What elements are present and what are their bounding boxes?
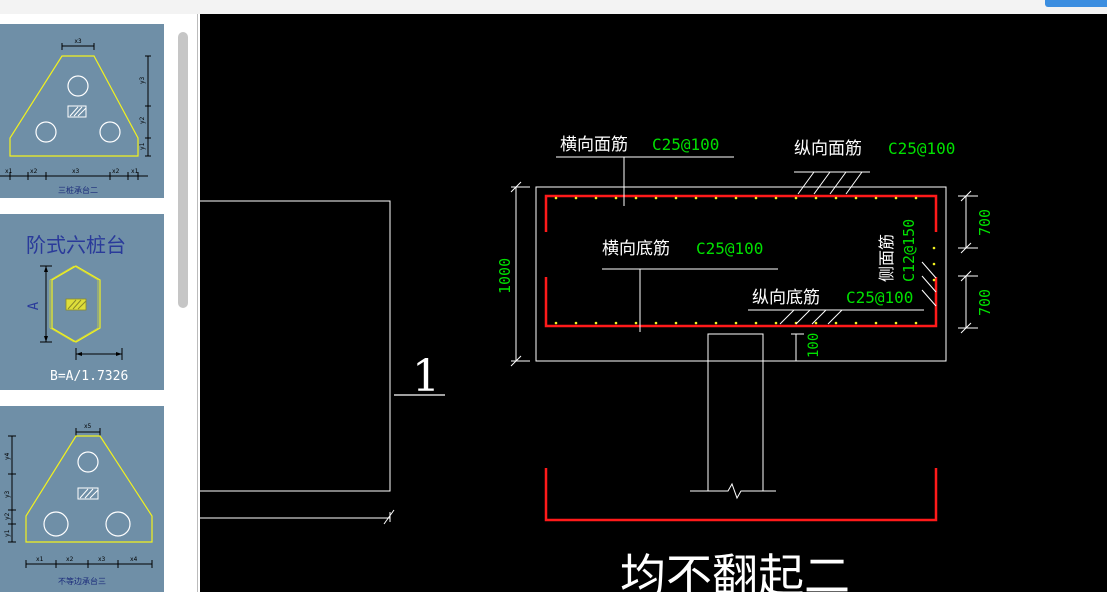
dim-y4: y4 bbox=[4, 452, 11, 460]
dim-y3: y3 bbox=[139, 76, 146, 84]
template-thumb-unequal-cap[interactable]: x5 y4 y3 y2 y1 x1 x2 x3 x4 不等边承台三 bbox=[0, 406, 164, 592]
sidebar-scrollbar-thumb[interactable] bbox=[178, 32, 188, 308]
bottom-rebar bbox=[544, 277, 938, 328]
dim-x3: x3 bbox=[98, 556, 106, 563]
dim-cover-value: 100 bbox=[806, 333, 822, 358]
section-label-1: 1 bbox=[412, 351, 440, 402]
side-rebar-dots bbox=[932, 246, 936, 282]
label-side-spec: C12@150 bbox=[900, 219, 918, 282]
dim-x-top: x3 bbox=[74, 38, 82, 45]
dim-y1: y1 bbox=[4, 529, 11, 537]
dim-height-value: 1000 bbox=[496, 258, 514, 294]
label-top-longitudinal-spec: C25@100 bbox=[888, 139, 955, 158]
lower-rebar-bracket bbox=[544, 468, 938, 522]
label-bottom-longitudinal-name: 纵向底筋 bbox=[752, 288, 820, 308]
top-right-button[interactable] bbox=[1045, 0, 1107, 7]
dim-x2: x2 bbox=[66, 556, 74, 563]
template-sidebar: x3 y3 y2 y1 x1 x2 x3 x2 x1 三桩承台二 阶式六桩台 bbox=[0, 14, 200, 592]
dim-x4: x4 bbox=[130, 556, 138, 563]
cad-drawing-canvas[interactable]: 1 横向面筋 C25@100 bbox=[200, 14, 1107, 592]
dim-x1-left: x1 bbox=[5, 168, 13, 175]
label-bottom-transverse-name: 横向底筋 bbox=[602, 239, 670, 259]
label-side-name: 侧面筋 bbox=[877, 234, 896, 282]
label-bottom-longitudinal-spec: C25@100 bbox=[846, 288, 913, 307]
template-thumb-three-pile-cap[interactable]: x3 y3 y2 y1 x1 x2 x3 x2 x1 三桩承台二 bbox=[0, 24, 164, 198]
cad-drawing: 1 横向面筋 C25@100 bbox=[200, 135, 994, 592]
dim-a-label: A bbox=[26, 301, 42, 310]
stepped-six-pile-drawing: 阶式六桩台 A B=A/1.7326 bbox=[26, 233, 128, 384]
dim-b-label: B=A/1.7326 bbox=[50, 369, 128, 384]
thumb-caption: 三桩承台二 bbox=[58, 185, 98, 195]
dim-lower-right-value: 700 bbox=[976, 289, 994, 316]
unequal-cap-drawing: x5 y4 y3 y2 y1 x1 x2 x3 x4 不等边承台三 bbox=[4, 423, 153, 586]
dim-x3: x3 bbox=[72, 168, 80, 175]
top-rebar-dots bbox=[554, 196, 918, 200]
label-top-longitudinal-name: 纵向面筋 bbox=[794, 139, 862, 159]
three-pile-cap-drawing: x3 y3 y2 y1 x1 x2 x3 x2 x1 三桩承台二 bbox=[0, 38, 151, 195]
dim-x1-right: x1 bbox=[131, 168, 139, 175]
leader-side bbox=[921, 261, 937, 279]
dim-y3: y3 bbox=[4, 490, 11, 498]
pile-break-line bbox=[690, 482, 776, 500]
pile-cap-outline bbox=[535, 186, 947, 362]
thumb-caption: 不等边承台三 bbox=[58, 576, 106, 586]
pile-top bbox=[707, 333, 764, 361]
dim-x2-left: x2 bbox=[30, 168, 38, 175]
dim-y2: y2 bbox=[4, 512, 11, 520]
dim-x5: x5 bbox=[84, 423, 92, 430]
dim-x2-right: x2 bbox=[112, 168, 120, 175]
dim-y1: y1 bbox=[139, 142, 146, 150]
label-top-transverse-spec: C25@100 bbox=[652, 135, 719, 154]
dim-upper-right-value: 700 bbox=[976, 209, 994, 236]
top-rebar bbox=[544, 194, 938, 232]
thumb-title: 阶式六桩台 bbox=[26, 233, 126, 257]
title-bar bbox=[0, 0, 1107, 15]
drawing-caption: 均不翻起二 bbox=[620, 549, 850, 592]
dim-y2: y2 bbox=[139, 116, 146, 124]
label-bottom-transverse-spec: C25@100 bbox=[696, 239, 763, 258]
dim-x1: x1 bbox=[36, 556, 44, 563]
left-section-outline bbox=[200, 200, 391, 492]
sidebar-divider bbox=[197, 14, 198, 592]
bottom-rebar-dots bbox=[554, 321, 918, 325]
label-top-transverse-name: 横向面筋 bbox=[560, 135, 628, 155]
template-thumb-stepped-six-pile[interactable]: 阶式六桩台 A B=A/1.7326 bbox=[0, 214, 164, 390]
